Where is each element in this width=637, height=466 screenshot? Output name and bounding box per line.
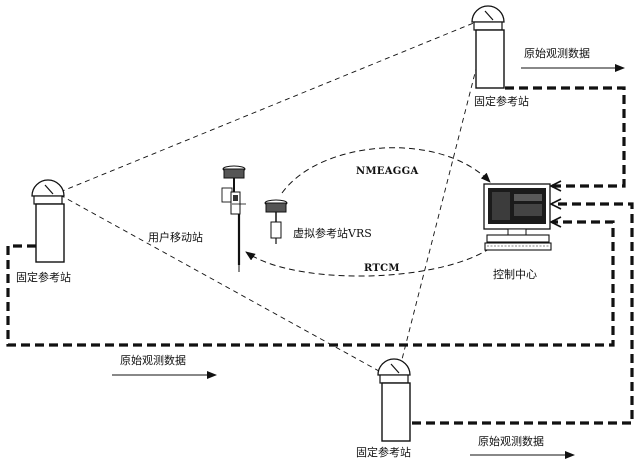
reference-station-bottom — [377, 358, 411, 442]
data-link-top — [505, 86, 626, 188]
reference-station-left — [31, 179, 65, 263]
reference-station-bottom-label: 固定参考站 — [356, 446, 411, 459]
control-center-label: 控制中心 — [493, 268, 537, 281]
user-rover-icon — [221, 165, 246, 272]
raw-data-label-left: 原始观测数据 — [120, 354, 186, 367]
virtual-station-label: 虚拟参考站VRS — [293, 227, 372, 240]
baseline-left-top — [59, 21, 477, 193]
nmea-arc — [281, 147, 491, 194]
reference-station-top — [471, 5, 505, 89]
control-center-icon — [483, 183, 552, 251]
data-link-bottom — [412, 202, 634, 425]
virtual-station-icon — [264, 199, 288, 244]
baseline-left-bottom — [59, 194, 389, 377]
rtcm-arc — [245, 234, 506, 277]
user-rover-label: 用户移动站 — [148, 231, 203, 244]
raw-data-label-top: 原始观测数据 — [524, 47, 590, 60]
baseline-top-bottom — [397, 21, 489, 376]
reference-station-top-label: 固定参考站 — [474, 95, 529, 108]
rtcm-protocol-label: RTCM — [364, 263, 400, 274]
raw-data-label-bottom: 原始观测数据 — [478, 435, 544, 448]
nmea-protocol-label: NMEAGGA — [356, 166, 419, 177]
reference-station-left-label: 固定参考站 — [16, 271, 71, 284]
